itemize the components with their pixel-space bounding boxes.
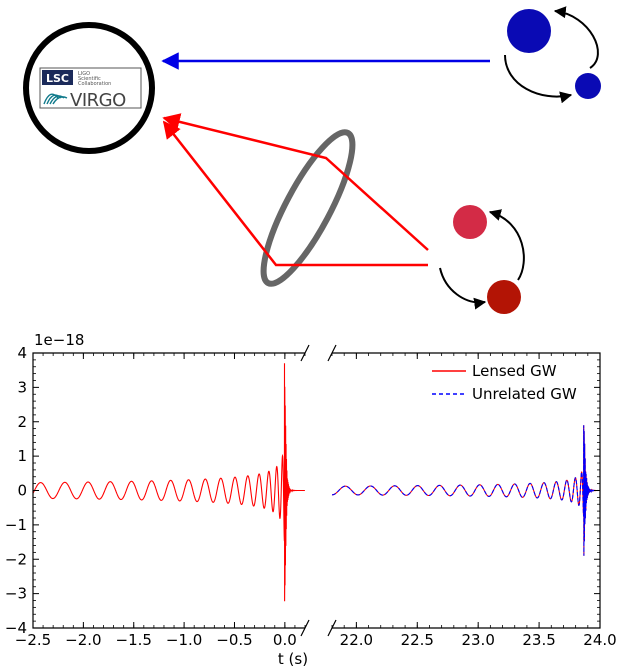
left-curves bbox=[32, 363, 305, 602]
lensed-signal-path-lower bbox=[162, 120, 428, 267]
red-orbit-arrow-upper bbox=[488, 209, 525, 281]
y-tick-label: 4 bbox=[17, 344, 27, 362]
right-x-tick-label: 22.0 bbox=[340, 631, 373, 649]
blue-orbit-arrow-lower bbox=[504, 54, 573, 104]
right-panel-frame bbox=[332, 352, 601, 629]
y-tick-label: 2 bbox=[17, 413, 27, 431]
ligo-line-1: LIGO bbox=[78, 71, 90, 77]
right-x-tick-label: 24.0 bbox=[583, 631, 616, 649]
right-panel: 22.0 22.5 23.0 23.5 24.0 bbox=[331, 352, 617, 649]
left-x-tick-label: −2.0 bbox=[65, 631, 101, 649]
virgo-text: VIRGO bbox=[70, 90, 126, 111]
left-x-tick-label: −2.5 bbox=[15, 631, 51, 649]
left-x-tick-label: −1.0 bbox=[166, 631, 202, 649]
lensed-signal-path-upper bbox=[162, 113, 429, 251]
y-scale-label: 1e−18 bbox=[34, 331, 84, 349]
right-x-tick-label: 22.5 bbox=[401, 631, 434, 649]
lensing-schematic: LSC LIGO Scientific Collaboration VIRGO bbox=[23, 6, 601, 314]
right-x-tick-label: 23.5 bbox=[522, 631, 555, 649]
red-binary-upper-star bbox=[453, 205, 487, 239]
y-tick-label: −2 bbox=[5, 550, 27, 568]
blue-orbit-arrow-upper bbox=[553, 6, 599, 69]
waveform-chart: −4 −3 −2 −1 0 1 2 3 4 −2.5 −2.0 −1.5 −1.0 −0.5 0.0 22.… bbox=[5, 331, 617, 668]
axis-break-mark-1 bbox=[300, 619, 310, 637]
y-tick-label: 1 bbox=[17, 447, 27, 465]
ligo-line-2: Scientific bbox=[78, 76, 101, 82]
blue-binary bbox=[504, 6, 601, 104]
axis-break-mark-3 bbox=[327, 619, 337, 637]
red-orbit-arrow-lower bbox=[439, 267, 487, 310]
virgo-wave-icon bbox=[43, 93, 68, 105]
red-binary-lower-star bbox=[487, 280, 521, 314]
lsc-badge bbox=[42, 70, 73, 85]
x-axis-label: t (s) bbox=[278, 650, 308, 668]
right-x-tick-label: 23.0 bbox=[461, 631, 494, 649]
legend: Lensed GW Unrelated GW bbox=[432, 362, 577, 403]
lsc-text: LSC bbox=[46, 72, 69, 85]
blue-binary-large-star bbox=[507, 9, 551, 53]
right-curves bbox=[331, 425, 600, 556]
legend-label-lensed: Lensed GW bbox=[472, 362, 557, 380]
y-tick-label: −4 bbox=[5, 619, 27, 637]
left-x-tick-label: −1.5 bbox=[116, 631, 152, 649]
left-panel: −4 −3 −2 −1 0 1 2 3 4 −2.5 −2.0 −1.5 −1.0 −0.5 0.0 bbox=[5, 344, 306, 649]
y-tick-label: 3 bbox=[17, 378, 27, 396]
unrelated-gw-line bbox=[331, 425, 600, 556]
collaboration-logo: LSC LIGO Scientific Collaboration VIRGO bbox=[39, 67, 142, 111]
lensed-gw-left-line bbox=[32, 363, 305, 602]
lensed-gw-right-line bbox=[331, 425, 600, 556]
axis-break-mark-0 bbox=[300, 344, 310, 362]
y-tick-label: −3 bbox=[5, 585, 27, 603]
y-tick-label: 0 bbox=[17, 482, 27, 500]
detector: LSC LIGO Scientific Collaboration VIRGO bbox=[23, 22, 155, 154]
ligo-line-3: Collaboration bbox=[78, 81, 111, 87]
red-binary bbox=[439, 205, 525, 314]
left-panel-frame bbox=[32, 352, 305, 629]
y-tick-label: −1 bbox=[5, 516, 27, 534]
axis-break-mark-2 bbox=[327, 344, 337, 362]
left-x-tick-label: −0.5 bbox=[216, 631, 252, 649]
blue-binary-small-star bbox=[575, 73, 601, 99]
left-ticks: −4 −3 −2 −1 0 1 2 3 4 −2.5 −2.0 −1.5 −1.0 −0.5 0.0 bbox=[5, 344, 306, 649]
left-x-tick-label: 0.0 bbox=[273, 631, 297, 649]
legend-label-unrelated: Unrelated GW bbox=[472, 385, 577, 403]
axis-break-marks bbox=[300, 344, 337, 637]
gravitational-lens bbox=[260, 129, 356, 287]
